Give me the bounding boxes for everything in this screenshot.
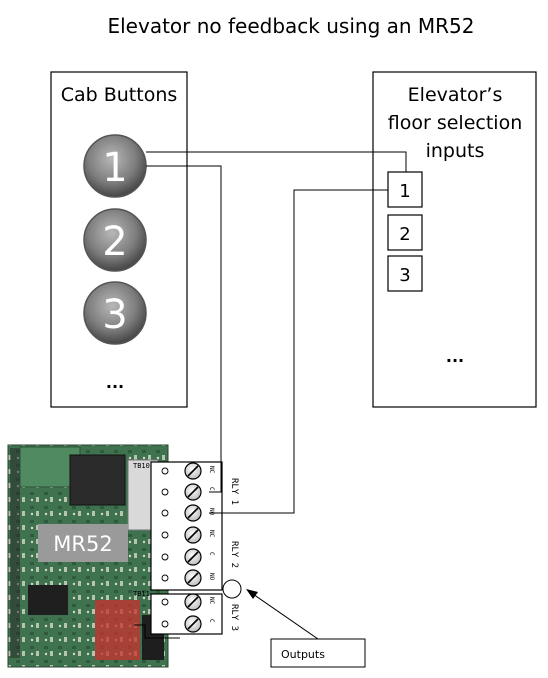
terminal-pin-1 (161, 467, 169, 475)
mr52-board: MR52 (7, 444, 169, 668)
terminal-label-7: NC (208, 597, 215, 605)
terminal-pin-6 (161, 574, 169, 582)
diagram-title: Elevator no feedback using an MR52 (107, 14, 474, 38)
arrow-head-icon (246, 589, 258, 599)
terminal-pin-2 (161, 488, 169, 496)
elevator-input-3-label: 3 (399, 265, 410, 286)
outputs-callout-line (249, 591, 319, 640)
elevator-input-1: 1 (387, 171, 423, 208)
elevator-heading-line2: floor selection (388, 112, 522, 134)
tb11-label: TB11 (133, 590, 150, 598)
cab-button-1-label: 1 (102, 145, 127, 191)
terminal-label-4: NC (208, 530, 215, 538)
outputs-callout-box (270, 638, 366, 668)
wire-button-to-relay1-c (146, 165, 222, 493)
terminal-screw-slot-5 (187, 551, 199, 563)
terminal-screw-slot-2 (187, 486, 199, 498)
tb10-label: TB10 (133, 462, 150, 470)
cab-buttons-more: ... (106, 373, 124, 392)
wire-button-to-input-1 (146, 151, 407, 172)
terminal-screw-slot-3 (187, 507, 199, 519)
elevator-input-2: 2 (387, 214, 423, 251)
terminal-label-6: NO (208, 573, 215, 581)
elevator-heading-line3: inputs (426, 140, 485, 162)
elevator-input-2-label: 2 (399, 224, 410, 245)
cab-button-2: 2 (83, 208, 147, 272)
terminal-label-3: NO (208, 508, 215, 516)
relay-2-label: RLY 2 (229, 541, 239, 568)
terminal-screw-slot-1 (187, 465, 199, 477)
relay-3-label: RLY 3 (229, 604, 239, 631)
cab-button-2-label: 2 (102, 219, 127, 265)
output-led-icon (222, 579, 242, 599)
terminal-pin-4 (161, 531, 169, 539)
mr52-label: MR52 (53, 532, 112, 556)
cab-button-3: 3 (83, 281, 147, 345)
wire-relay1-no-to-input-1 (209, 189, 388, 514)
elevator-inputs-more: ... (446, 347, 464, 366)
terminal-screw-slot-8 (187, 618, 199, 630)
wire-board-jumper (134, 624, 180, 639)
terminal-pin-3 (161, 509, 169, 517)
mr52-label-plate (38, 524, 128, 562)
terminal-rows: NC C NO NC C NO NC C (161, 462, 215, 633)
terminal-screw-slot-4 (187, 529, 199, 541)
cab-buttons-heading: Cab Buttons (61, 84, 178, 106)
elevator-input-1-label: 1 (399, 181, 410, 202)
terminal-label-2: C (208, 487, 215, 491)
outputs-callout-label: Outputs (281, 648, 325, 661)
terminal-label-5: C (208, 552, 215, 556)
terminal-pin-7 (161, 598, 169, 606)
elevator-heading-line1: Elevator’s (408, 84, 503, 106)
cab-button-1: 1 (83, 134, 147, 198)
terminal-pin-8 (161, 620, 169, 628)
terminal-screw-slot-7 (187, 596, 199, 608)
terminal-screw-slot-6 (187, 572, 199, 584)
relay-1-label: RLY 1 (229, 478, 239, 505)
elevator-input-3: 3 (387, 255, 423, 292)
terminal-pin-5 (161, 553, 169, 561)
terminal-label-8: C (208, 619, 215, 623)
terminal-label-1: NC (208, 466, 215, 474)
cab-button-3-label: 3 (102, 292, 127, 338)
